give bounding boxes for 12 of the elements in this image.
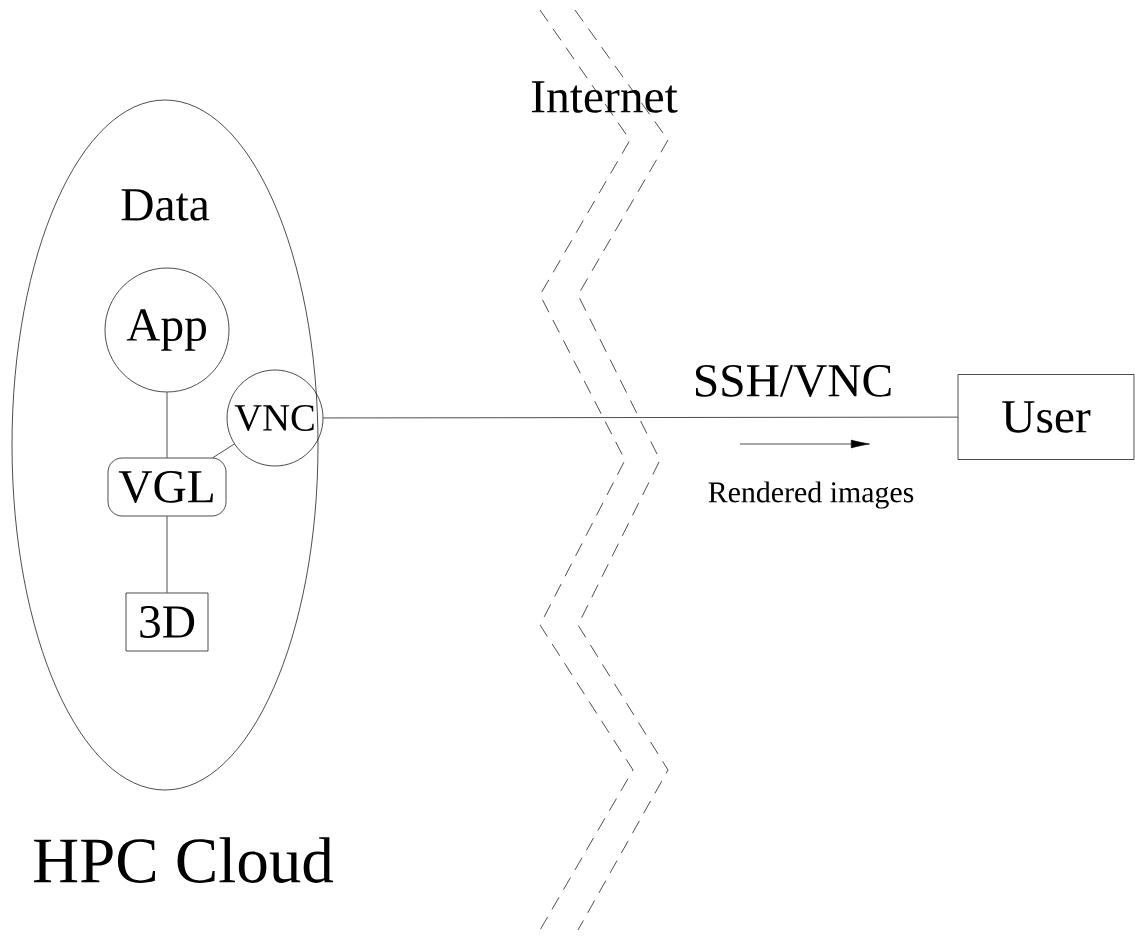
group-title: HPC Cloud bbox=[34, 837, 334, 883]
component-box: 3D bbox=[125, 592, 209, 652]
connector-line bbox=[323, 416, 958, 419]
edge-label: SSH/VNC bbox=[691, 363, 895, 399]
connector-line bbox=[166, 392, 168, 458]
component-box: VGL bbox=[107, 457, 227, 517]
connector-line bbox=[212, 443, 235, 458]
component-box: User bbox=[957, 374, 1135, 460]
text-label: Internet bbox=[531, 81, 678, 113]
group-label: Data bbox=[121, 189, 210, 221]
connector-line bbox=[166, 516, 168, 593]
text-label: Rendered images bbox=[708, 481, 914, 509]
